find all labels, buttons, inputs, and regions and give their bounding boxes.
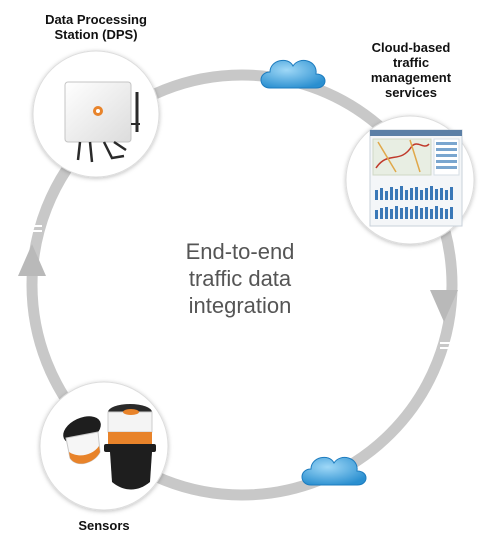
- cloud-services-label-line-2: traffic: [392, 55, 430, 70]
- sensor-device-icon: [63, 404, 156, 490]
- cloud-services-label: Cloud-based traffic management services: [350, 40, 472, 100]
- cloud-services-label-line-1: Cloud-based: [371, 40, 451, 55]
- cloud-icon: [260, 59, 326, 89]
- ring-divider: [26, 225, 456, 349]
- dps-label-line-1: Data Processing: [45, 12, 147, 27]
- flow-arrow-left: [18, 244, 46, 276]
- cycle-ring: [26, 69, 458, 501]
- center-caption-line-1: End-to-end: [185, 239, 295, 264]
- cloud-services-label-line-4: services: [384, 85, 438, 100]
- center-caption-line-3: integration: [188, 293, 292, 318]
- dps-label: Data Processing Station (DPS): [26, 12, 166, 42]
- sensors-label: Sensors: [78, 518, 130, 533]
- center-caption: End-to-end traffic data integration: [150, 238, 330, 319]
- cloud-icon: [301, 456, 367, 486]
- flow-arrow-right: [430, 290, 458, 322]
- dps-label-line-2: Station (DPS): [54, 27, 138, 42]
- center-caption-line-2: traffic data: [188, 266, 292, 291]
- cloud-services-label-line-3: management: [370, 70, 452, 85]
- dps-device-icon: [64, 81, 140, 163]
- dashboard-screenshot-icon: [369, 129, 463, 227]
